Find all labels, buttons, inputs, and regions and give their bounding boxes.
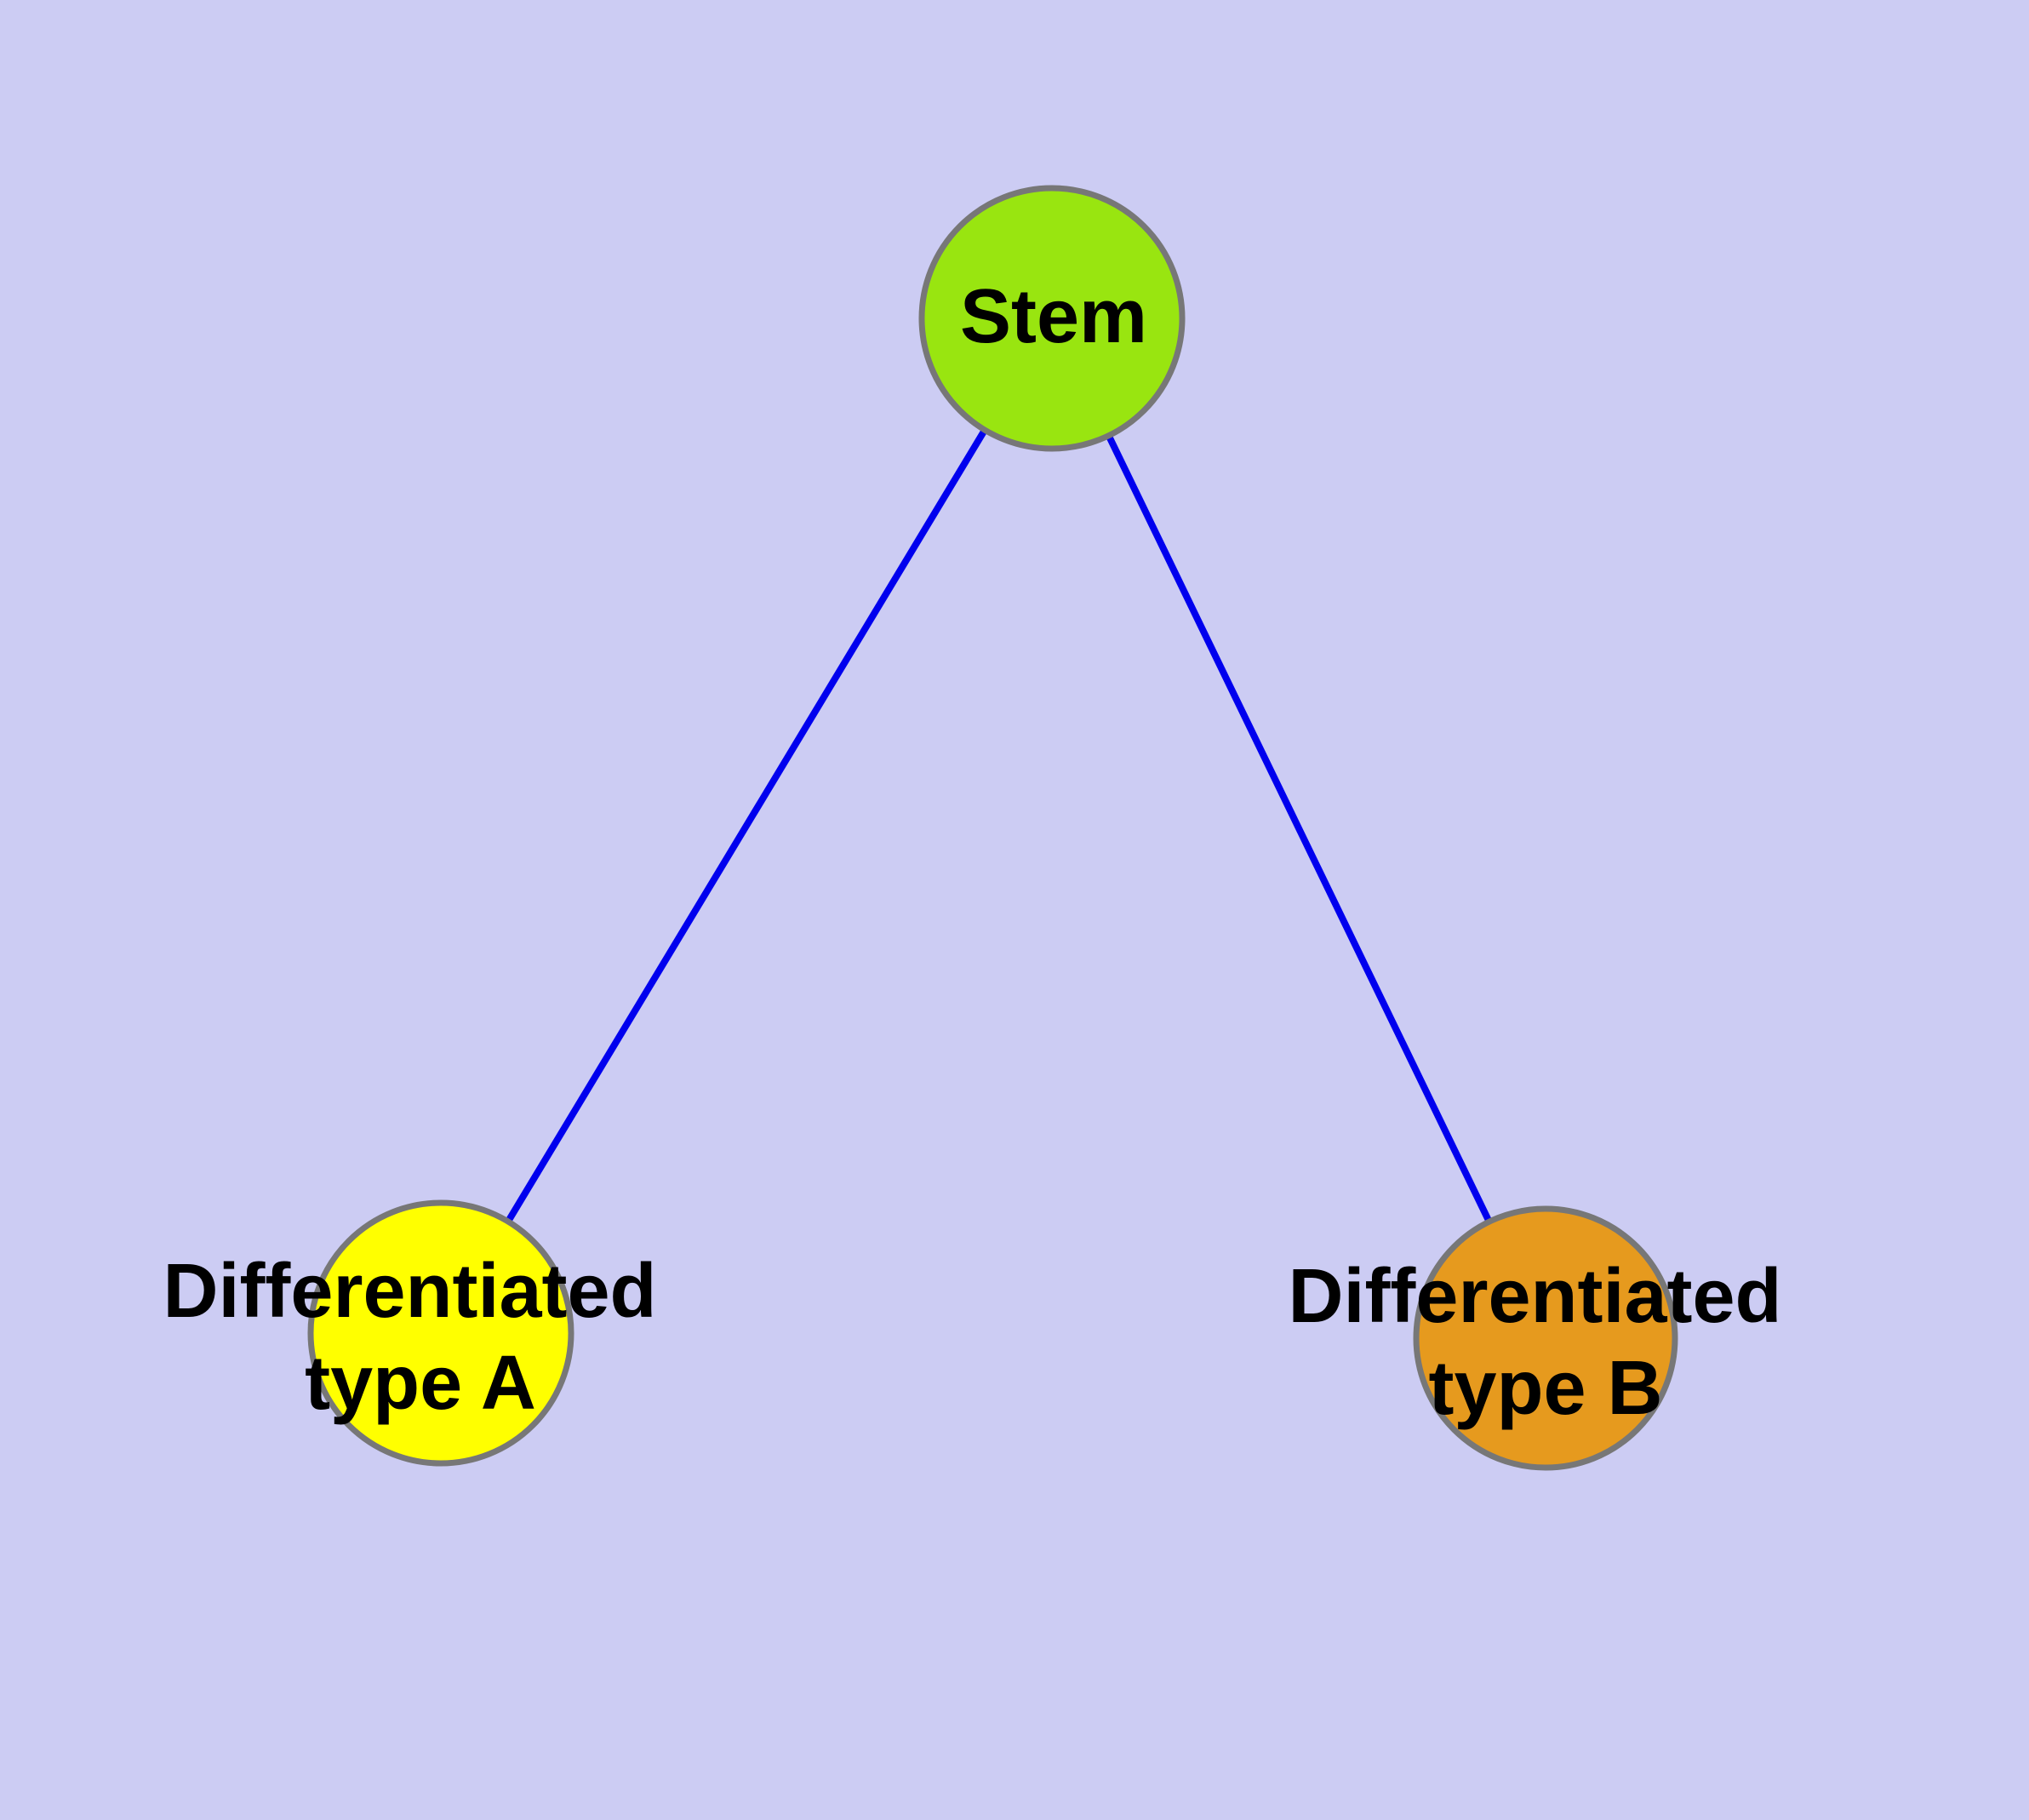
edge-stem-to-type-b xyxy=(1049,317,1549,1340)
node-type-a-label: Differentiated type A xyxy=(163,1249,677,1426)
node-type-b-label: Differentiated type B xyxy=(1288,1254,1803,1431)
node-type-b-label-line1: Differentiated xyxy=(1288,1254,1781,1339)
node-type-a-label-line1: Differentiated xyxy=(163,1249,656,1334)
node-stem-label: Stem xyxy=(960,274,1147,359)
node-stem-circle xyxy=(918,185,1186,452)
node-type-b-circle xyxy=(1413,1205,1678,1471)
node-type-a-label-line2: type A xyxy=(305,1341,536,1426)
node-type-a-circle xyxy=(307,1199,574,1467)
node-type-b-label-line2: type B xyxy=(1428,1346,1662,1431)
edge-stem-to-type-a xyxy=(437,316,1055,1336)
